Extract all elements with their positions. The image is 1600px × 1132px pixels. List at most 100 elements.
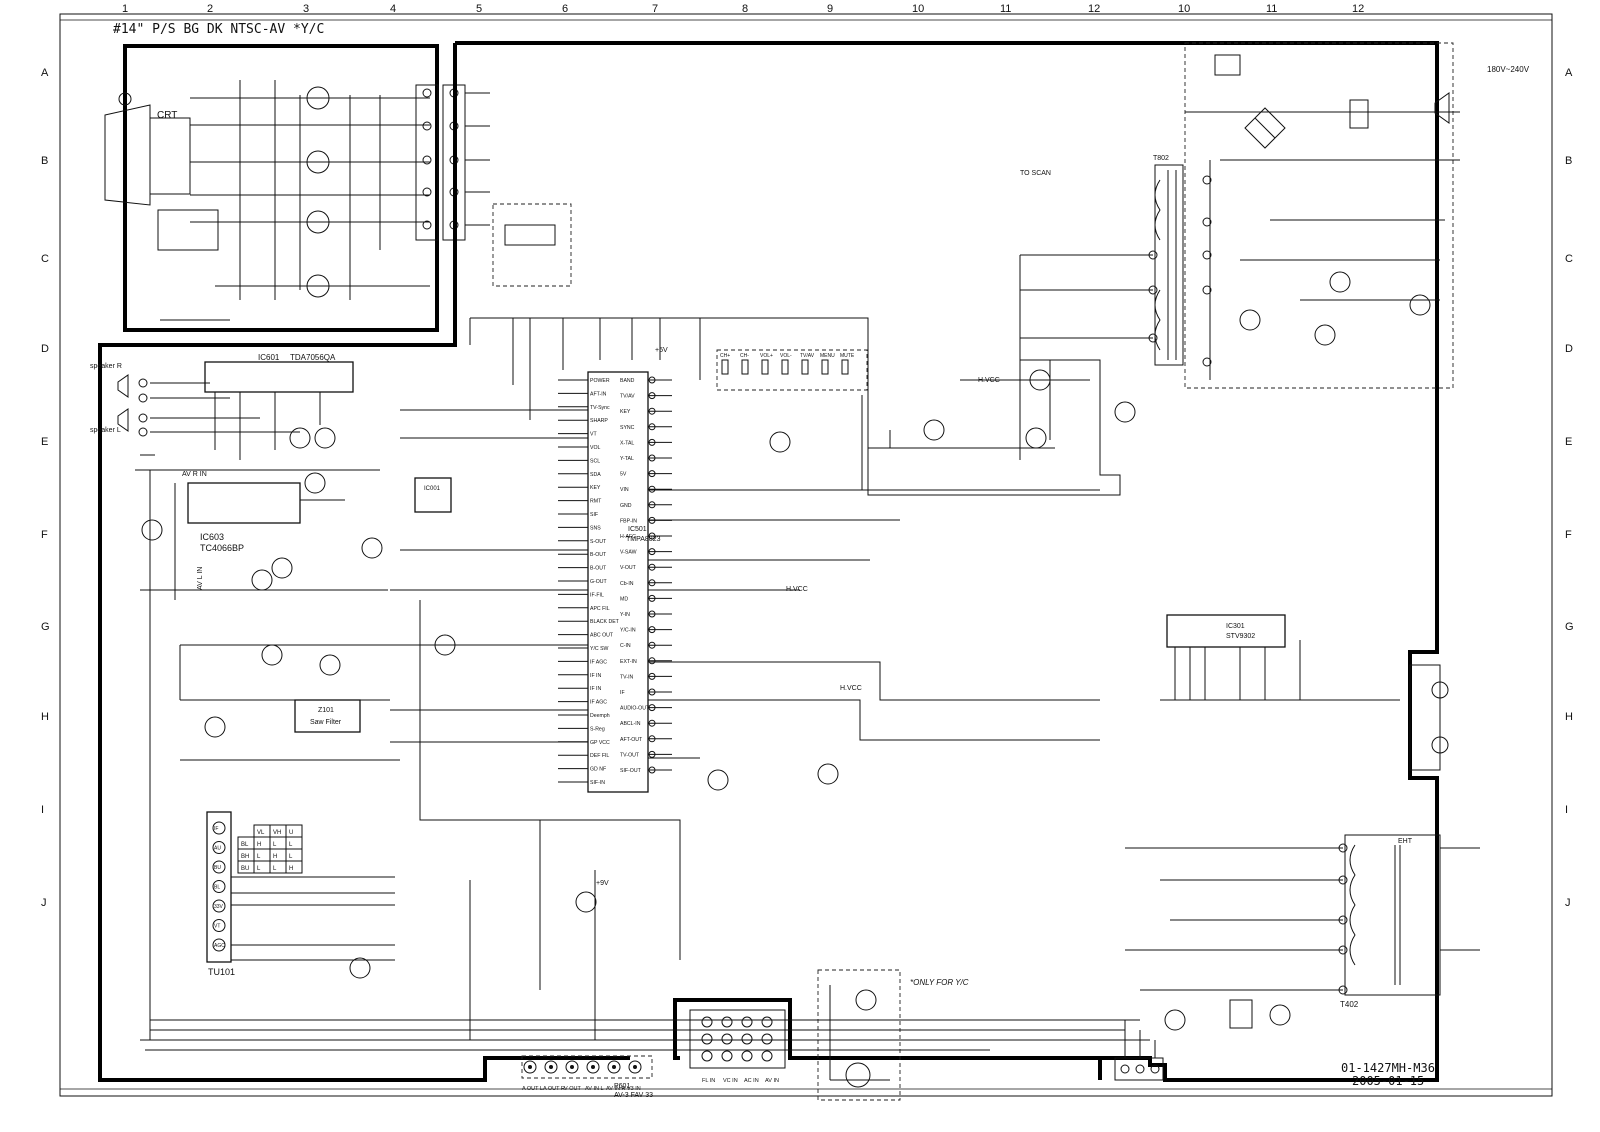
rail-9v: +9V (596, 880, 609, 887)
tuner-table-cell: L (289, 842, 293, 848)
main-ic-pin-left: IF AGC (590, 700, 607, 706)
main-ic-pin-right: SYNC (620, 425, 635, 431)
main-ic-pin-left: IF-FIL (590, 592, 604, 598)
main-ic-left-pins: POWERAFT-INTV-SyncSHARPVTVOLSCLSDAKEYRMT… (558, 378, 620, 786)
main-ic-pin-left: TV-Sync (590, 405, 610, 411)
only-yc-note: *ONLY FOR Y/C (910, 978, 969, 987)
tuner-table-cell: L (257, 854, 261, 860)
power-transformer: T802 (1019, 155, 1212, 460)
yc-option-box: *ONLY FOR Y/C (817, 969, 969, 1101)
front-jack-label: FL IN (702, 1078, 715, 1084)
col-tick: 3 (303, 3, 309, 15)
hvcc-label-3: H.VCC (840, 685, 862, 692)
main-ic-right-pins: BANDTV/AVKEYSYNCX-TALY-TAL5VVINGNDFBP-IN… (620, 376, 672, 774)
col-tick: 10 (1178, 3, 1190, 15)
tuner-pin: AGC (214, 943, 225, 949)
tuner-table-cell: H (257, 842, 261, 848)
col-tick: 12 (1352, 3, 1364, 15)
main-ic-pin-left: VOL (590, 445, 600, 451)
flyback: T402 EHT (1125, 834, 1480, 1031)
tuner-table-cell: BH (241, 854, 249, 860)
power-supply: 180V~240V (1184, 42, 1530, 389)
main-ic-pin-right: EXT-IN (620, 659, 637, 665)
tuner-pin: IF (214, 826, 218, 832)
main-ic-pin-left: B-OUT (590, 552, 607, 558)
tuner-pin: AU (214, 846, 221, 852)
main-ic-pin-left: Y/C SW (590, 646, 609, 652)
col-tick: 6 (562, 3, 568, 15)
ic603-ref: IC603 (200, 532, 224, 542)
row-tick: E (1565, 436, 1572, 448)
keypad-label: MUTE (840, 353, 855, 359)
front-jack-label: AV IN (765, 1078, 779, 1084)
ic601-part: TDA7056QA (290, 353, 336, 362)
col-tick: 11 (1266, 3, 1277, 15)
ground-bus (98, 41, 1439, 1082)
main-ic-pin-left: SCL (590, 458, 600, 464)
av-l-in-label: AV L IN (197, 567, 204, 590)
main-ic-pin-right: GND (620, 503, 632, 509)
sheet-border (59, 13, 1553, 1097)
rear-jack-label: A OUT L (522, 1086, 543, 1092)
row-tick: D (1565, 343, 1573, 355)
main-ic-pin-right: AFT-OUT (620, 737, 643, 743)
audio-amp: IC601 TDA7056QA speaker R speaker L (90, 353, 354, 460)
p601-ref: P601 (614, 1083, 630, 1090)
tuner-pin: 33V (214, 904, 224, 910)
p601-label: AV-3 FAV 33 (614, 1092, 653, 1099)
keypad-label: TV/AV (800, 353, 815, 359)
crt-board: CRT (104, 44, 439, 332)
main-ic-pin-left: SIF (590, 512, 598, 518)
col-tick: 1 (122, 3, 128, 15)
speaker-l-label: speaker L (90, 427, 121, 434)
row-tick: I (1565, 804, 1568, 816)
ic301-ref: IC301 (1226, 623, 1245, 630)
mains-label: 180V~240V (1487, 65, 1530, 74)
main-ic-pin-right: V-OUT (620, 565, 637, 571)
tuner-pin: VT (214, 924, 220, 930)
main-ic-pin-right: Y-IN (620, 612, 630, 618)
main-ic-pin-left: B-OUT (590, 566, 607, 572)
main-ic-pin-left: AFT-IN (590, 391, 607, 397)
row-ticks: A B C D E F G H I J A B C D E F G H I J (41, 67, 1574, 909)
row-tick: G (41, 621, 50, 633)
keypad-label: CH- (740, 353, 749, 359)
main-ic-pin-left: S-Reg (590, 726, 605, 732)
rear-jack-label: A OUT R (543, 1086, 565, 1092)
keypad-label: MENU (820, 353, 835, 359)
main-ic-pin-right: IF (620, 690, 625, 696)
tuner-table-cell: L (257, 866, 261, 872)
main-ic-pin-right: TV-OUT (620, 752, 640, 758)
ic001-ref: IC001 (424, 486, 441, 492)
tuner-table-cell: BU (241, 866, 249, 872)
hvcc-label: H.VCC (978, 377, 1000, 384)
col-tick: 7 (652, 3, 658, 15)
eeprom: IC001 (414, 477, 452, 513)
row-tick: A (41, 67, 49, 79)
ic501-part: TMPA8823 (626, 536, 661, 543)
row-tick: H (41, 711, 49, 723)
row-tick: A (1565, 67, 1573, 79)
tuner-ref: TU101 (208, 967, 235, 977)
saw-filter: Z101 Saw Filter (294, 699, 361, 733)
row-tick: H (1565, 711, 1573, 723)
hvcc-label-2: H.VCC (786, 586, 808, 593)
saw-label: Saw Filter (310, 719, 342, 726)
main-ic-pin-right: BAND (620, 378, 635, 384)
keypad-label: CH+ (720, 353, 730, 359)
av-r-in-label: AV R IN (182, 471, 207, 478)
row-tick: J (41, 897, 47, 909)
main-ic-pin-left: GD NF (590, 767, 606, 773)
tuner-pin: BL (214, 885, 220, 891)
drawing-number: 01-1427MH-M36 (1341, 1061, 1435, 1075)
tuner-table-head: VH (273, 830, 281, 836)
main-ic-pin-left: IF IN (590, 686, 601, 692)
keypad-label: VOL- (780, 353, 792, 359)
vertical-ic: IC301 STV9302 (1160, 614, 1449, 771)
main-ic-pin-right: AUDIO-OUT (620, 706, 650, 712)
